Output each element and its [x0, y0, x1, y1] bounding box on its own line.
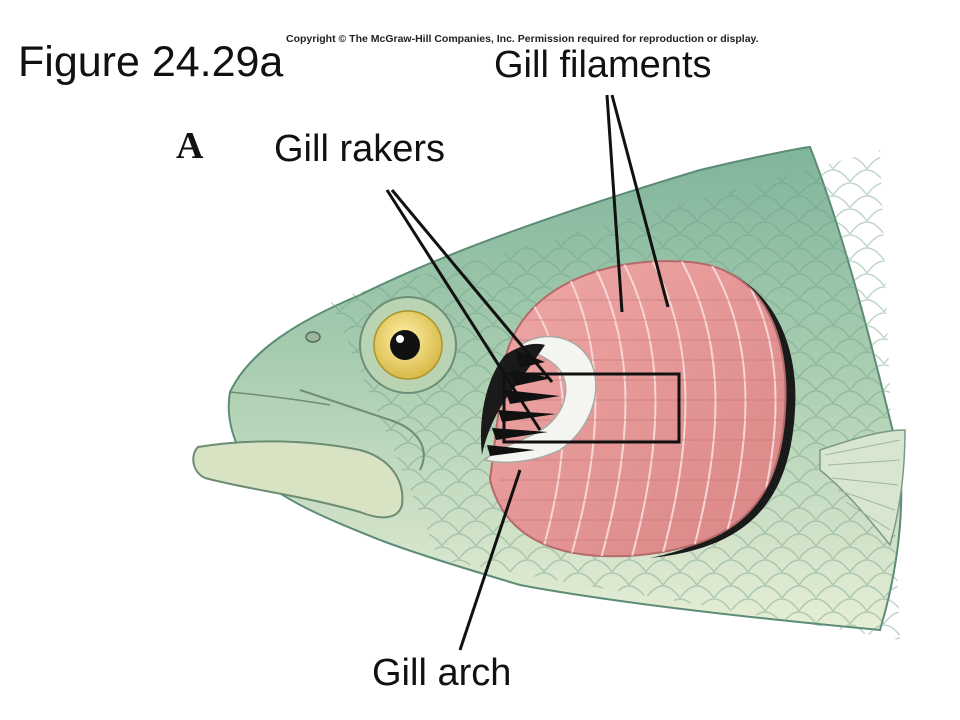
leader-lines: [385, 94, 670, 651]
eye: [359, 296, 457, 394]
lower-jaw: [192, 440, 404, 519]
leader-line-arch: [458, 469, 522, 651]
leader-line-rakers-1: [390, 189, 554, 383]
leader-line-filaments-2: [610, 94, 670, 308]
label-gill-filaments: Gill filaments: [494, 44, 712, 86]
panel-letter: A: [176, 125, 204, 167]
leader-line-rakers-2: [385, 189, 542, 431]
label-gill-rakers: Gill rakers: [274, 128, 446, 170]
label-gill-arch: Gill arch: [372, 652, 512, 694]
gill-arch-illustration: [483, 335, 597, 464]
operculum-line: [299, 389, 425, 471]
nostril: [305, 331, 321, 343]
figure-title: Figure 24.29a: [18, 38, 284, 86]
leader-line-filaments-1: [605, 94, 624, 313]
pectoral-fin: [819, 429, 906, 547]
magnified-region-box: [502, 372, 681, 444]
gill-rakers-illustration: [480, 343, 560, 456]
copyright-notice: Copyright © The McGraw-Hill Companies, I…: [286, 33, 759, 45]
